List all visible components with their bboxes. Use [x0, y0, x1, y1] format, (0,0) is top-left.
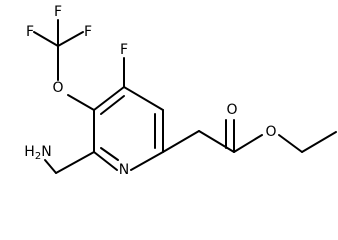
bond-c6-o [67, 94, 95, 111]
atom-o-carbonyl: O [226, 102, 237, 118]
bond-c6-c1-double [100, 95, 125, 115]
amine-h: H [24, 144, 35, 160]
amine-n: N [41, 144, 51, 160]
bond-cf3-f3 [57, 31, 84, 47]
bond-ch2-carbonyl [198, 130, 235, 153]
atom-amine-nh2: H2N [24, 144, 51, 162]
bond-ch2-nh2 [44, 159, 57, 174]
chemical-structure: F F F O F N H2N O O [24, 4, 337, 178]
bond-c6-c1 [93, 86, 125, 111]
bond-n-c5-double [100, 147, 119, 161]
bond-cf3-f1 [33, 31, 59, 47]
bond-c3-ch2 [162, 130, 200, 153]
atom-labels: F F F O F N H2N O O [24, 4, 276, 178]
bond-c5-ch2 [55, 151, 95, 174]
amine-subscript: 2 [35, 151, 41, 162]
bond-n-c5 [93, 151, 118, 171]
bonds [33, 19, 337, 174]
bond-carbonyl-oester [233, 134, 263, 153]
bond-c1-c2 [123, 86, 164, 111]
atom-f-ring: F [120, 42, 128, 58]
atom-n-ring: N [119, 162, 129, 178]
atom-f-top-left: F [26, 24, 34, 40]
bond-oester-ethyl [278, 134, 303, 153]
atom-o-ether: O [52, 80, 63, 96]
bond-ethyl-ch3 [301, 131, 337, 153]
bond-c3-n [130, 151, 164, 171]
atom-o-ester: O [265, 124, 276, 140]
atom-f-top-middle: F [54, 4, 62, 20]
atom-f-top-right: F [84, 24, 92, 40]
